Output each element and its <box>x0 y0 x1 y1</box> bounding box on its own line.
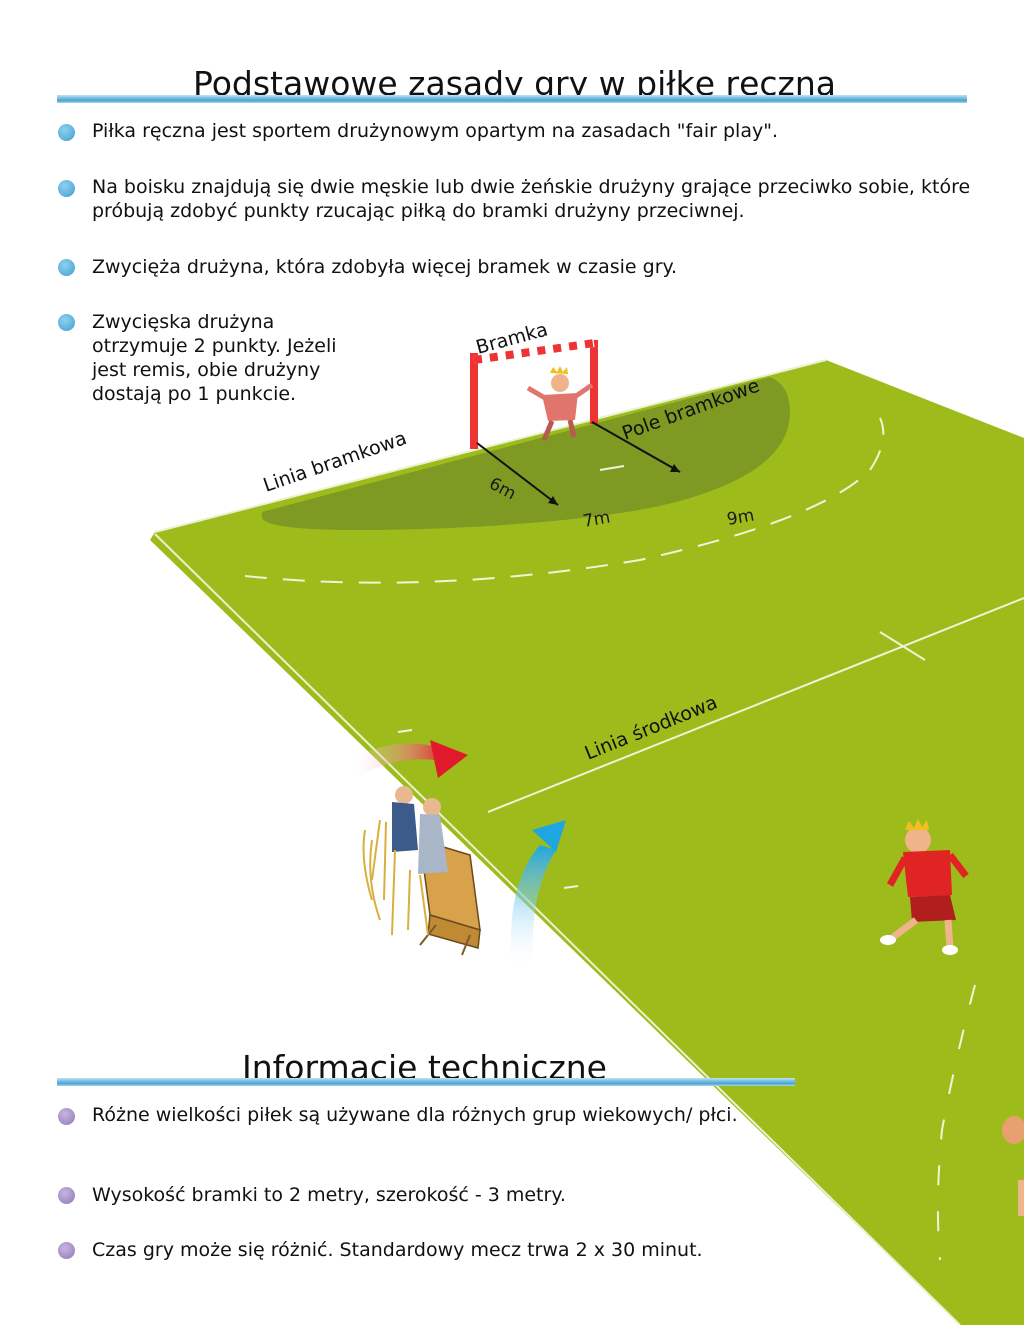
nine-meter-line <box>244 417 885 584</box>
section2-bullet-2: Wysokość bramki to 2 metry, szerokość - … <box>92 1184 566 1206</box>
goal-area <box>262 377 790 531</box>
bullet-icon <box>58 1187 75 1204</box>
section2-bullet-3: Czas gry może się różnić. Standardowy me… <box>92 1239 703 1261</box>
section2-divider <box>57 1078 795 1086</box>
bullet-icon <box>58 180 75 197</box>
distance-arrow-goal-area <box>591 421 681 473</box>
side-line <box>154 533 961 1325</box>
substitution-mark <box>563 885 579 889</box>
goal-line <box>154 359 827 533</box>
bullet-icon <box>58 259 75 276</box>
label-7m: 7m <box>581 507 611 531</box>
bullet-icon <box>58 1108 75 1125</box>
center-line-mark <box>879 631 926 661</box>
bullet-icon <box>58 124 75 141</box>
bullet-icon <box>58 1242 75 1259</box>
red-arrow <box>350 740 468 778</box>
partial-figure <box>1002 1116 1024 1216</box>
section2-bullet-1: Różne wielkości piłek są używane dla róż… <box>92 1104 738 1126</box>
section1-divider <box>57 95 967 103</box>
goal <box>470 339 598 449</box>
far-nine-meter-line <box>936 984 976 1261</box>
section1-bullet-2: Na boisku znajdują się dwie męskie lub d… <box>92 176 971 222</box>
center-line <box>487 597 1024 813</box>
goalkeeper-figure <box>526 366 594 441</box>
field-player-figure <box>880 819 969 955</box>
section1-bullet-4: Zwycięska drużyna otrzymuje 2 punkty. Je… <box>92 311 337 405</box>
officials-figures <box>362 786 448 936</box>
court-surface <box>150 360 1024 1325</box>
distance-arrow-6m <box>476 442 559 506</box>
label-9m: 9m <box>725 505 755 529</box>
section1-bullet-1: Piłka ręczna jest sportem drużynowym opa… <box>92 120 778 142</box>
bullet-icon <box>58 314 75 331</box>
blue-arrow <box>510 820 566 970</box>
substitution-mark <box>397 729 413 733</box>
seven-meter-mark <box>599 465 625 471</box>
section1-bullet-3: Zwycięża drużyna, która zdobyła więcej b… <box>92 256 678 278</box>
